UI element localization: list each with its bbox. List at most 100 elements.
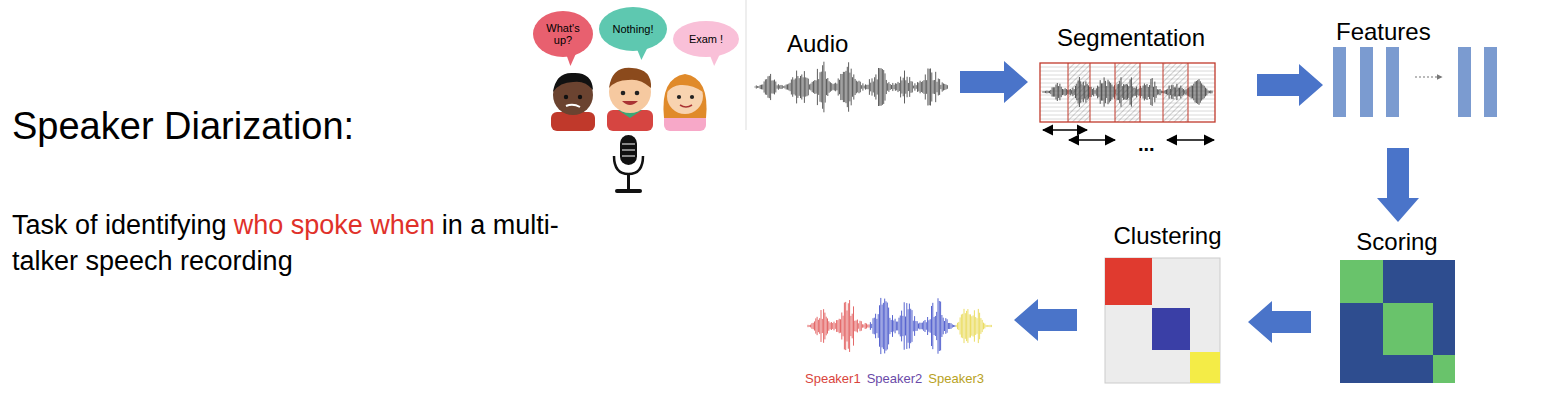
diarized-waveform-part xyxy=(967,309,968,343)
audio-waveform-part xyxy=(791,79,792,94)
audio-waveform-part xyxy=(812,82,813,92)
segmentation-figure-part-part xyxy=(1189,87,1190,98)
audio-waveform-part xyxy=(755,86,756,88)
block-arrow xyxy=(1014,299,1077,341)
audio-waveform-part xyxy=(758,86,759,88)
audio-waveform-part xyxy=(768,76,769,97)
segmentation-figure-part-part xyxy=(1056,85,1057,100)
audio-waveform-part xyxy=(818,79,819,95)
segmentation-figure-part xyxy=(1090,63,1091,122)
diarized-waveform-part xyxy=(962,314,963,338)
audio-waveform-part xyxy=(940,85,941,89)
segmentation-figure-part-part xyxy=(1200,81,1201,102)
score-matrix-part xyxy=(1340,260,1383,303)
segmentation-figure-part xyxy=(1040,63,1215,122)
stage-segmentation: Segmentation xyxy=(1038,24,1224,124)
audio-waveform-part xyxy=(851,69,852,106)
segmentation-figure-part-part xyxy=(1205,88,1206,97)
diarized-waveform-part xyxy=(870,322,871,330)
diarized-waveform-part xyxy=(956,325,957,327)
diarized-waveform-part xyxy=(921,323,922,329)
audio-waveform-part xyxy=(788,84,789,91)
microphone-icon-part xyxy=(617,189,640,193)
segmentation-figure-part-part xyxy=(1095,90,1096,94)
segmentation-figure-part-part xyxy=(1206,89,1207,96)
diarized-waveform-part xyxy=(966,311,967,341)
diarized-waveform-part xyxy=(861,321,862,331)
segmentation-figure-part-part xyxy=(1167,89,1168,95)
diarized-waveform-part xyxy=(965,313,966,339)
segmentation-figure-part-part xyxy=(1179,88,1180,97)
segmentation-figure-part xyxy=(1115,63,1116,122)
segmentation-figure-part-part xyxy=(1102,83,1103,100)
audio-waveform-part xyxy=(900,77,901,98)
audio-waveform-part xyxy=(762,84,763,89)
audio-waveform-part xyxy=(914,83,915,90)
segmentation-figure-part-part xyxy=(1126,84,1127,100)
audio-waveform-part xyxy=(917,82,918,92)
audio-waveform-part xyxy=(939,79,940,95)
microphone-icon-part xyxy=(614,156,643,174)
diarized-waveform-part xyxy=(876,319,877,333)
diarized-waveform-part xyxy=(904,302,905,349)
segmentation-figure-part-part xyxy=(1074,89,1075,95)
audio-waveform-part xyxy=(792,77,793,97)
segmentation-figure-part-part xyxy=(1072,88,1073,96)
segmentation-figure-part-part xyxy=(1204,86,1205,98)
diarized-waveform-part xyxy=(843,316,844,337)
segmentation-figure-part-part xyxy=(1113,87,1114,98)
diarized-waveform-part xyxy=(893,320,894,331)
audio-waveform-part xyxy=(840,74,841,100)
segmentation-figure-part-part xyxy=(1197,80,1198,104)
audio-waveform-part xyxy=(860,82,861,93)
audio-waveform-part xyxy=(782,85,783,88)
speech-bubble: Nothing! xyxy=(598,6,668,60)
speaker-label: Speaker3 xyxy=(928,371,984,386)
diarized-waveform-part xyxy=(901,311,902,342)
segmentation-figure-part-part xyxy=(1100,80,1101,104)
segmentation-figure-part-part xyxy=(1176,84,1177,100)
diarized-waveform-part xyxy=(944,321,945,331)
diarized-waveform-part xyxy=(823,309,824,343)
audio-waveform-part xyxy=(760,85,761,89)
diarized-waveform-part xyxy=(832,323,833,329)
segmentation-figure-part-part xyxy=(1130,79,1131,104)
audio-waveform-part xyxy=(783,86,784,88)
segmentation-figure-part-part xyxy=(1166,90,1167,95)
segmentation-figure-part-part xyxy=(1170,89,1171,95)
audio-waveform-part xyxy=(847,67,848,107)
feature-bars-part xyxy=(1484,47,1497,117)
segmentation-figure-part-part xyxy=(1178,88,1179,97)
segmentation-figure-part-part xyxy=(1201,83,1202,100)
segmentation-figure-part-part xyxy=(1193,84,1194,101)
audio-waveform-part xyxy=(825,71,826,102)
audio-waveform-part xyxy=(807,78,808,96)
segmentation-figure-part xyxy=(1040,63,1215,122)
audio-waveform-part xyxy=(943,83,944,90)
audio-waveform-part xyxy=(823,62,824,113)
diarized-waveform-part xyxy=(983,323,984,330)
segmentation-figure-part-part xyxy=(1111,85,1112,100)
diarized-waveform-part xyxy=(906,303,907,349)
segmentation-figure-part-part xyxy=(1158,90,1159,95)
audio-waveform-part xyxy=(809,84,810,89)
diarized-waveform-part xyxy=(892,315,893,337)
diarized-waveform-part xyxy=(826,317,827,336)
cluster-matrix-part xyxy=(1152,308,1190,350)
audio-waveform-part xyxy=(872,78,873,95)
diarized-waveform-part xyxy=(869,324,870,327)
audio-waveform-part xyxy=(784,86,785,89)
children-illustration-part xyxy=(677,95,681,99)
stage-features: Features xyxy=(1330,18,1498,120)
audio-waveform-part xyxy=(942,82,943,91)
audio-waveform-part xyxy=(771,81,772,94)
diarized-waveform-part xyxy=(828,321,829,330)
segmentation-figure-part-part xyxy=(1054,87,1055,96)
segmentation-figure-part-part xyxy=(1070,89,1071,95)
diarized-waveform-part xyxy=(873,318,874,333)
segmentation-figure-part-part xyxy=(1079,77,1080,107)
audio-waveform-part xyxy=(898,82,899,92)
children-illustration-part xyxy=(635,91,640,96)
audio-waveform-part xyxy=(836,84,837,91)
diarized-waveform-part xyxy=(882,305,883,348)
